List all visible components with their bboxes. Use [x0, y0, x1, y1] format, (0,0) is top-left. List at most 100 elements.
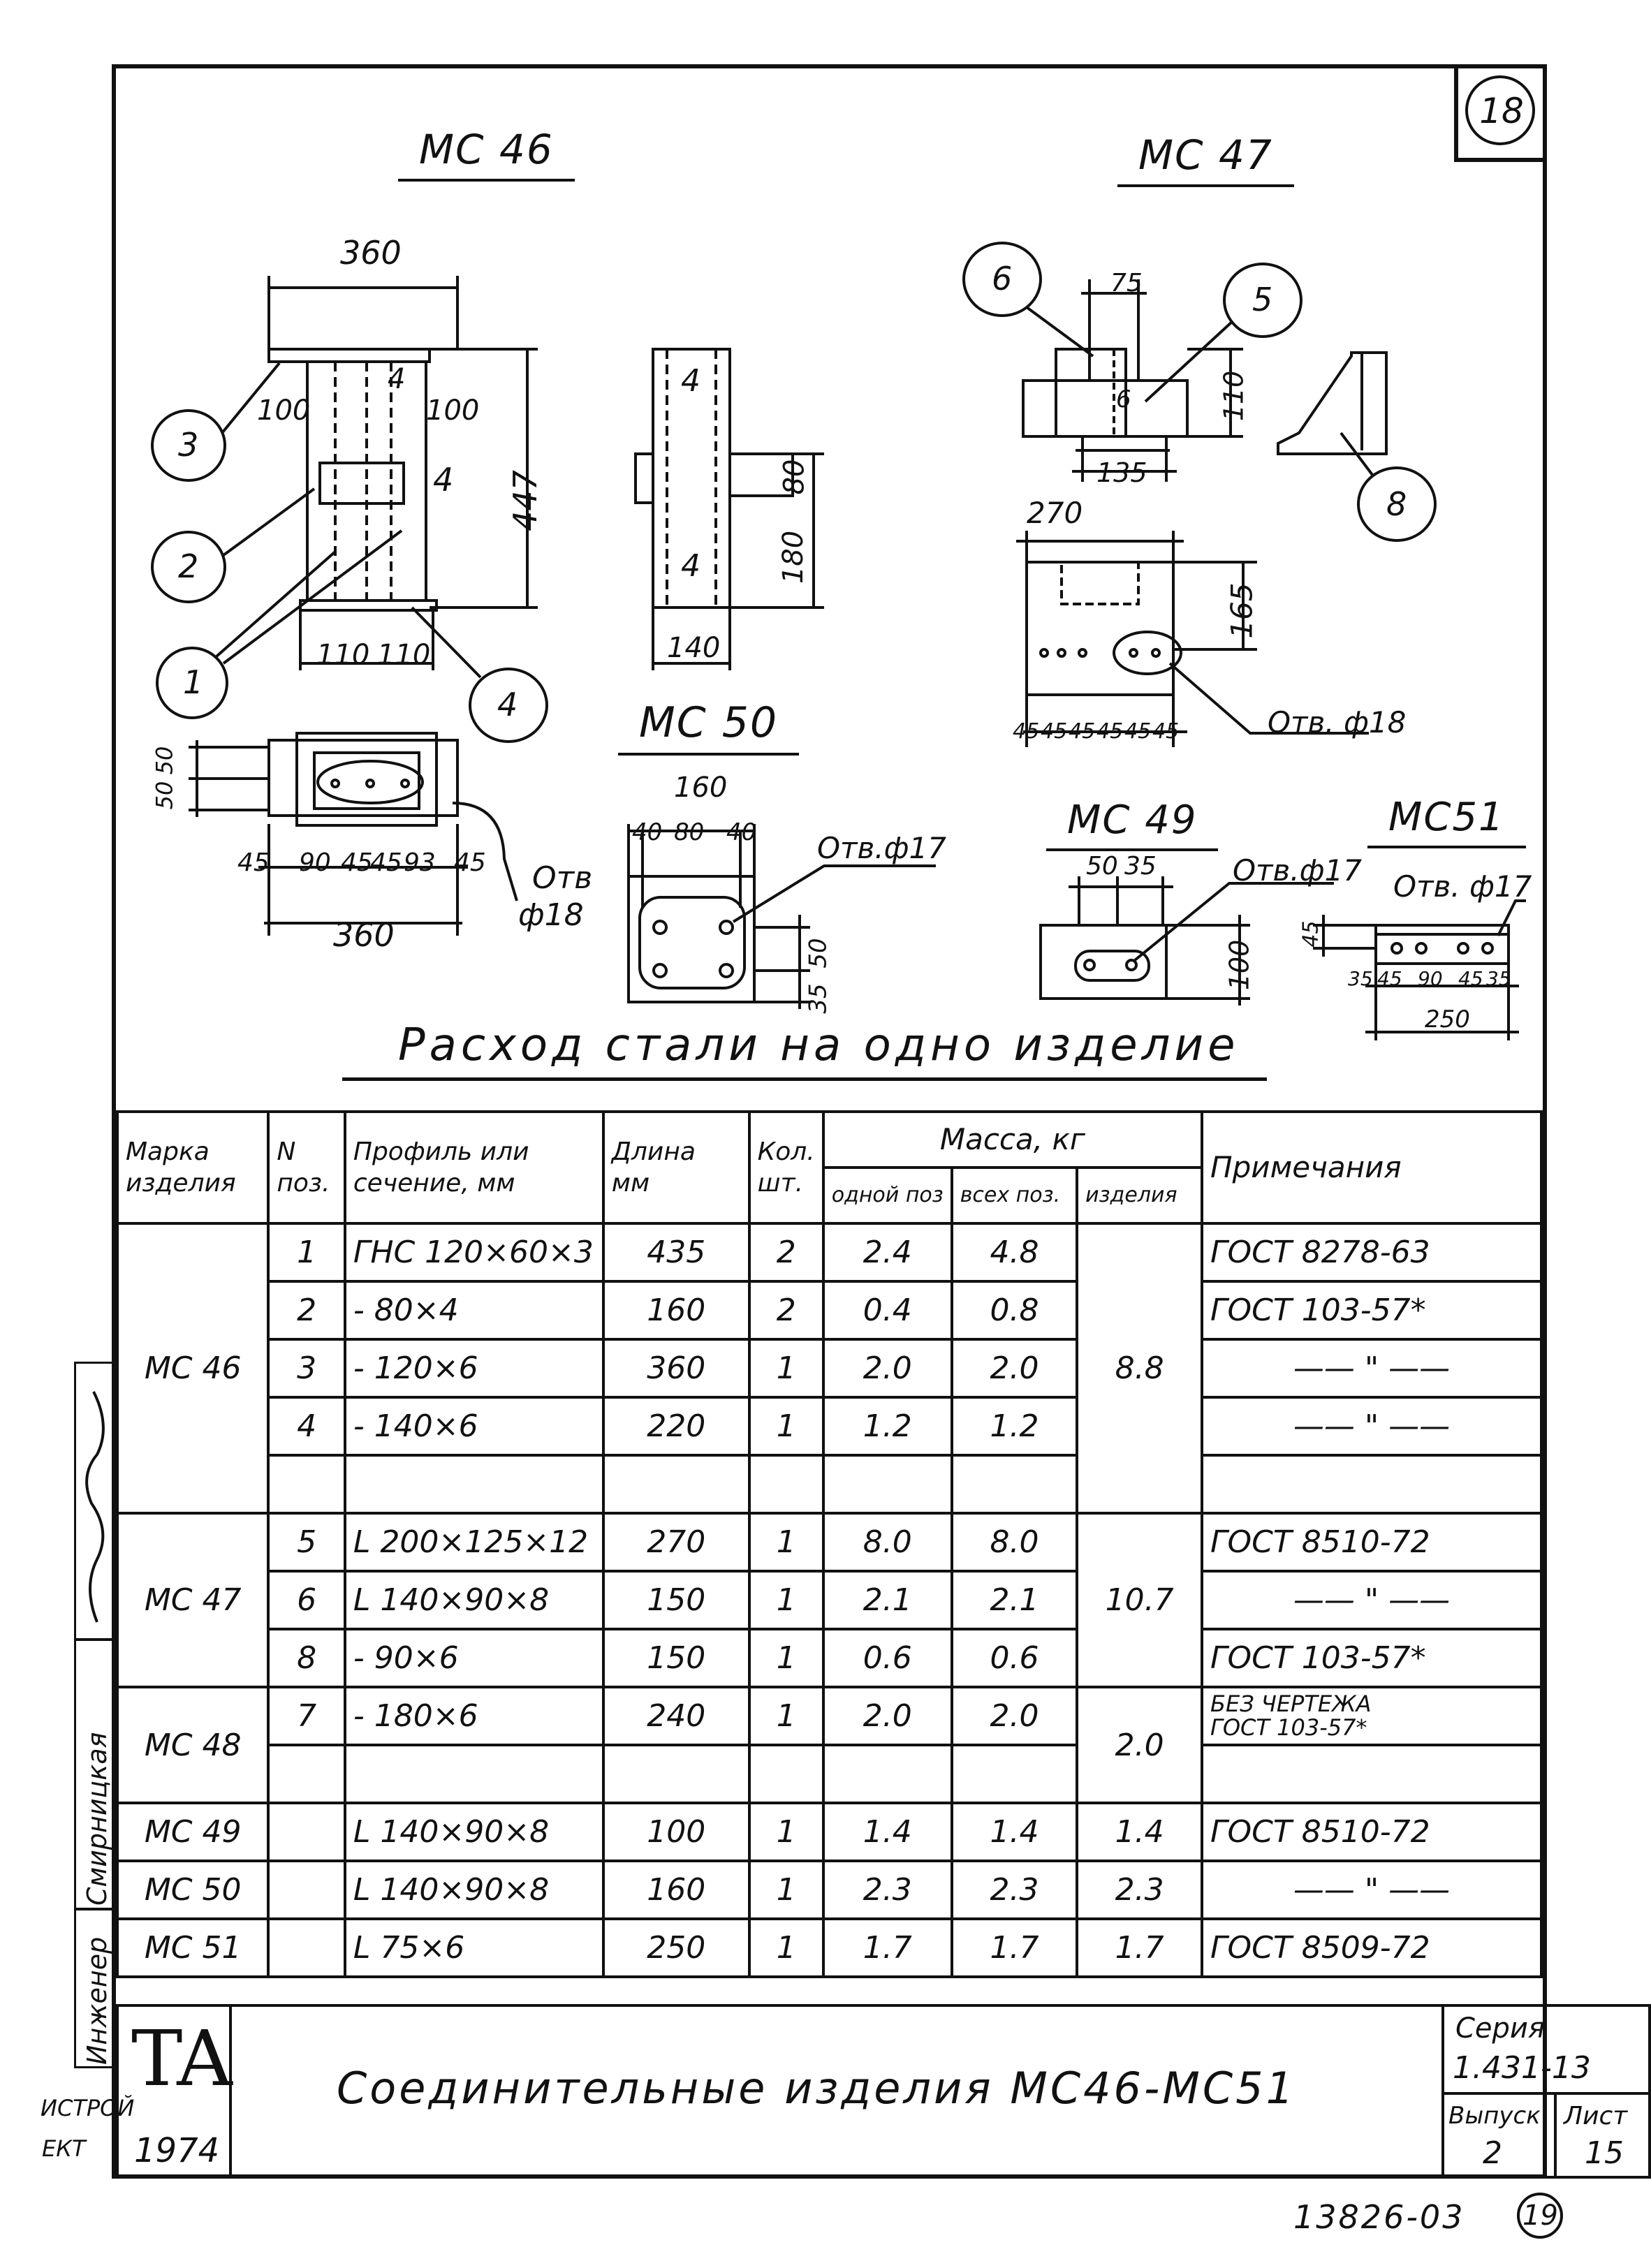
mc51-dim-35a: 35 [1348, 967, 1373, 990]
side-cell-signature [74, 1362, 116, 1641]
steel-consumption-title: Расход стали на одно изделие [342, 1019, 1268, 1081]
mc46-dim-100-right: 100 [426, 395, 480, 427]
cell-length: 150 [601, 1628, 751, 1688]
cell-mass-item: 1.4 [1076, 1802, 1204, 1862]
series-label: Серия [1455, 2012, 1545, 2045]
mc46-dim-v50-b: 50 [151, 781, 178, 810]
mc49-dim-100: 100 [1224, 939, 1255, 991]
mc46-side-dim-140: 140 [667, 632, 721, 664]
mc47-bolt-45-2: 45 [1041, 719, 1068, 744]
cell-note: ГОСТ 8509-72 [1201, 1917, 1543, 1978]
table-row: МС 48 7 - 180×6 240 1 2.0 2.0 2.0 БЕЗ ЧЕ… [115, 1686, 1543, 1804]
cell-mass-all: 4.8 [950, 1222, 1079, 1283]
issue-number: 2 [1483, 2135, 1502, 2171]
cell-pos: 1 [267, 1222, 346, 1283]
cell-profile: L 140×90×8 [343, 1802, 605, 1862]
cell-mass-one: 1.2 [821, 1396, 953, 1457]
item-mark: МС 50 [115, 1860, 270, 1920]
mc46-side-dim-180: 180 [777, 530, 810, 584]
mc50-dim-40b: 40 [726, 818, 757, 846]
cell-note: —— " —— [1201, 1860, 1543, 1920]
mc46-dim-90a: 90 [299, 848, 331, 877]
mc46-dim-110-b: 110 [377, 639, 431, 671]
mc46-dim-110-a: 110 [316, 639, 370, 671]
cell-profile: L 140×90×8 [343, 1570, 605, 1630]
cell-length: 220 [601, 1396, 751, 1457]
mc46-hole-dia: ф18 [518, 897, 584, 933]
issue-label: Выпуск [1448, 2102, 1541, 2130]
mc50-hole-label: Отв.ф17 [817, 831, 946, 865]
cell-mass-item: 8.8 [1076, 1222, 1204, 1515]
cell-mass-all: 8.0 [950, 1512, 1079, 1573]
title-block: ТА 1974 Соединительные изделия МС46-МС51… [116, 2004, 1651, 2179]
sheet-cell: Лист 15 [1554, 2092, 1651, 2179]
mc46-plan-view [189, 732, 518, 936]
mc46-dim-45b: 45 [341, 848, 373, 877]
callout-1: 1 [183, 663, 204, 701]
cell-length: 100 [601, 1802, 751, 1862]
item-mark: МС 49 [115, 1802, 270, 1862]
sheet-number-circle [1465, 75, 1535, 145]
col-header-mass-one: одной поз [821, 1166, 953, 1225]
cell-pos [267, 1802, 346, 1862]
archive-number: 13826-03 [1293, 2198, 1465, 2236]
mc50-dim-160: 160 [674, 772, 728, 804]
callout-3: 3 [178, 426, 199, 464]
footer-mark: 19 [1522, 2200, 1558, 2232]
col-header-profile: Профиль или сечение, мм [343, 1110, 605, 1225]
mc50-dim-40a: 40 [632, 818, 663, 846]
cell-profile: L 200×125×12 [343, 1512, 605, 1573]
cell-qty: 1 [747, 1338, 825, 1399]
cell-profile: ГНС 120×60×3 [343, 1222, 605, 1283]
mc50-dim-80: 80 [674, 818, 705, 846]
sheet-number-box: 18 [1454, 64, 1547, 162]
table-row: МС 46 1 ГНС 120×60×3 435 2 2.4 4.8 8.8 Г… [115, 1222, 1543, 1515]
sheet-number: 18 [1479, 91, 1524, 131]
cell-profile: - 120×6 [343, 1338, 605, 1399]
cell-mass-all: 0.6 [950, 1628, 1079, 1688]
mc47-bolt-45-6: 45 [1152, 719, 1180, 744]
cell-qty: 1 [747, 1570, 825, 1630]
mc49-hole-label: Отв.ф17 [1233, 853, 1362, 888]
mc46-side-view [634, 348, 824, 670]
cell-note: ГОСТ 103-57* [1201, 1628, 1543, 1688]
cell-qty: 1 [747, 1802, 825, 1862]
cell-length: 160 [601, 1860, 751, 1920]
cell-mass-one: 1.7 [821, 1917, 953, 1978]
mc47-bolt-45-3: 45 [1069, 719, 1096, 744]
series-cell-box: Серия 1.431-13 [1441, 2004, 1651, 2095]
steel-table-body: МС 46 1 ГНС 120×60×3 435 2 2.4 4.8 8.8 Г… [115, 1222, 1543, 1978]
mc47-dim-135: 135 [1096, 457, 1147, 488]
side-bottom-1: ИСТРОЙ [41, 2095, 135, 2121]
side-bottom-2: ЕКТ [42, 2135, 86, 2162]
side-role: Инженер [82, 1936, 112, 2065]
side-cell-name: Смирницкая [74, 1638, 116, 1910]
mc50-dim-50: 50 [804, 938, 832, 969]
cell-mass-one: 2.4 [821, 1222, 953, 1283]
item-mark: МС 46 [115, 1222, 270, 1515]
steel-table: Марка изделия N поз. Профиль или сечение… [115, 1110, 1543, 1978]
sheet-index: 15 [1585, 2135, 1624, 2171]
cell-note: БЕЗ ЧЕРТЕЖА ГОСТ 103-57* [1201, 1686, 1543, 1746]
mc51-dim-35b: 35 [1486, 967, 1511, 990]
mc47-plan-view [1016, 531, 1369, 747]
cell-qty: 1 [747, 1686, 825, 1746]
mc51-hole-label: Отв. ф17 [1393, 869, 1532, 904]
mc51-dim-45a: 45 [1377, 967, 1402, 990]
mc46-dim-360-top: 360 [340, 234, 402, 272]
mc49-view [1039, 876, 1334, 1006]
cell-pos [267, 1860, 346, 1920]
mc51-title: МС51 [1367, 795, 1526, 848]
cell-note: —— " —— [1201, 1570, 1543, 1630]
cell-note: ГОСТ 8510-72 [1201, 1802, 1543, 1862]
cell-mass-all: 1.7 [950, 1917, 1079, 1978]
col-header-mass: Масса, кг [821, 1110, 1204, 1169]
cell-pos [267, 1917, 346, 1978]
logo-cell: ТА 1974 [116, 2004, 234, 2179]
callout-6: 6 [992, 260, 1013, 297]
table-row: 6 L 140×90×8 150 1 2.1 2.1 —— " —— [117, 1570, 1543, 1630]
mc47-dim-75: 75 [1110, 269, 1143, 297]
mc50-view [627, 824, 936, 1009]
cell-profile: L 75×6 [343, 1917, 605, 1978]
mc49-dim-50: 50 [1086, 852, 1118, 881]
